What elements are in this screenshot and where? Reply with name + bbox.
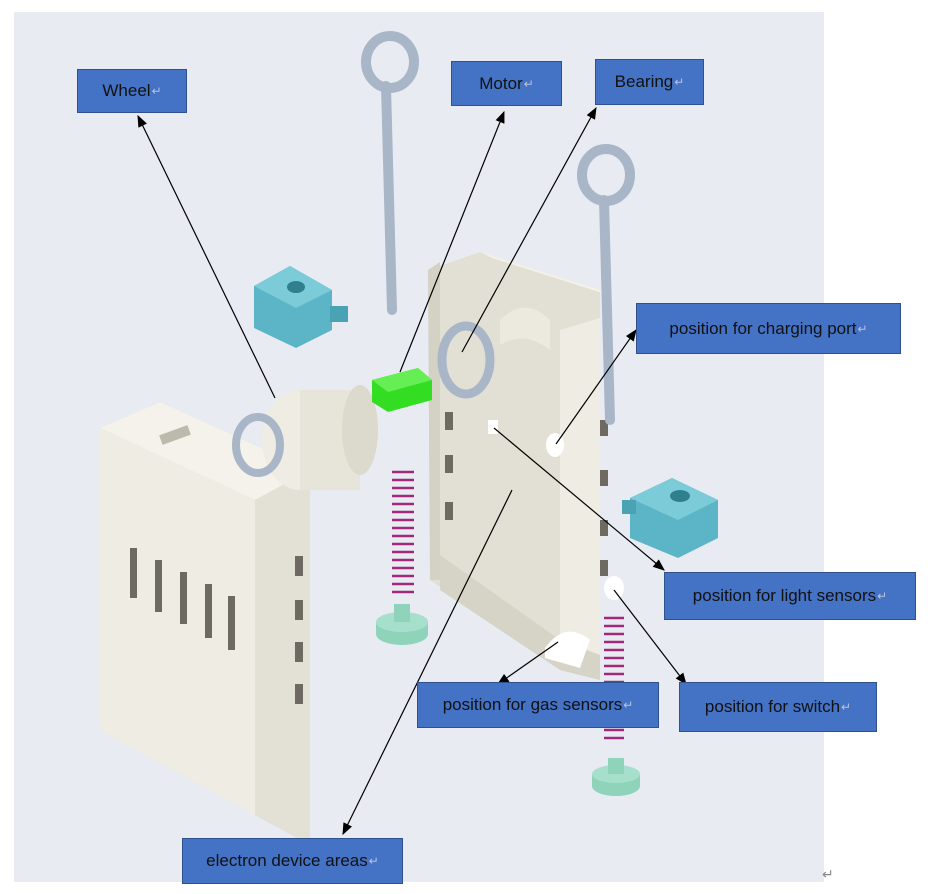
leader-gas-sensors [497,641,559,685]
leader-charging-port [555,329,637,445]
leader-light-sensors [493,427,665,571]
label-light-sensors-text: position for light sensors [692,586,877,605]
leader-switch [613,589,687,685]
foot-left [376,604,428,645]
return-mark: ↵ [151,84,162,98]
label-wheel: Wheel↵ [77,69,187,113]
wheel [232,413,284,477]
return-mark: ↵ [674,75,685,89]
return-mark: ↵ [523,76,534,91]
label-bearing: Bearing↵ [595,59,704,105]
foot-right [592,758,640,796]
return-mark: ↵ [857,321,868,336]
label-switch-text: position for switch [704,697,841,716]
leader-motor [399,110,505,373]
label-charging-port: position for charging port↵ [636,303,901,354]
label-charging-port-text: position for charging port [669,318,857,338]
hook-right [577,144,635,425]
leader-bearing [461,106,597,353]
return-mark: ↵ [623,698,634,712]
paragraph-return-mark: ↵ [822,866,834,882]
label-electron-device-text: electron device areas [206,851,368,870]
leader-lines [137,106,687,836]
motor [262,368,432,490]
return-mark: ↵ [841,700,852,714]
return-mark: ↵ [368,854,379,868]
label-bearing-text: Bearing [614,72,674,91]
leader-wheel [137,114,276,399]
hook-left [361,31,419,315]
bearing [437,321,495,399]
label-electron-device: electron device areas↵ [182,838,403,884]
label-gas-sensors-text: position for gas sensors [442,695,623,714]
label-motor: Motor↵ [451,61,562,106]
cube-right [622,478,718,558]
front-housing [100,402,310,845]
leader-electron-device [342,489,513,836]
cube-left [254,266,348,348]
label-wheel-text: Wheel [102,81,151,100]
label-gas-sensors: position for gas sensors↵ [417,682,659,728]
spring-left [392,470,414,594]
label-light-sensors: position for light sensors↵ [664,572,916,620]
return-mark: ↵ [877,589,888,603]
label-motor-text: Motor [479,73,523,93]
label-switch: position for switch↵ [679,682,877,732]
